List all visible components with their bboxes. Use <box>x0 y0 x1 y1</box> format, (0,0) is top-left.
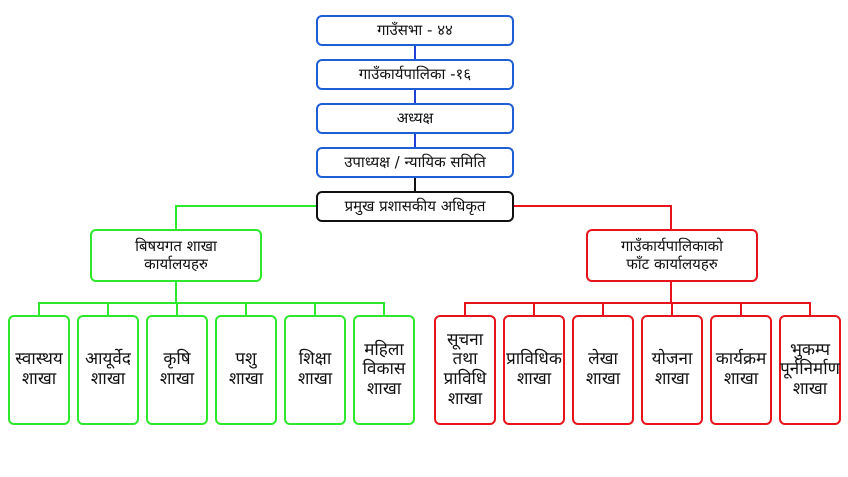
village-executive-box: गाउँकार्यपालिका -१६ <box>316 59 514 90</box>
section-label: शाखा <box>90 369 126 389</box>
executive-section-box: योजनाशाखा <box>641 315 703 425</box>
section-label: योजना <box>651 349 693 370</box>
section-label: शाखा <box>297 369 333 389</box>
box-label: बिषयगत शाखा <box>135 237 217 256</box>
connector-left <box>175 205 177 229</box>
connector <box>414 134 416 147</box>
section-label: भुकम्प <box>789 339 831 360</box>
connector-drop <box>533 302 535 315</box>
box-label: अध्यक्ष <box>396 108 434 127</box>
connector-drop <box>176 302 178 315</box>
box-label: प्रमुख प्रशासकीय अधिकृत <box>344 196 486 215</box>
connector-left <box>176 205 316 207</box>
connector-right <box>670 205 672 229</box>
executive-offices-box: गाउँकार्यपालिकाको फाँट कार्यालयहरु <box>586 229 758 282</box>
connector-left <box>38 302 385 304</box>
connector <box>414 178 416 191</box>
section-label: शाखा <box>585 369 621 389</box>
box-label: उपाध्यक्ष / न्यायिक समिति <box>344 152 486 171</box>
connector-drop <box>602 302 604 315</box>
section-label: स्वास्थय <box>15 349 63 370</box>
connector <box>414 46 416 59</box>
section-label: पशु <box>235 349 257 370</box>
connector-drop <box>464 302 466 315</box>
connector-left <box>175 282 177 303</box>
connector-drop <box>314 302 316 315</box>
connector-drop <box>383 302 385 315</box>
section-label: शाखा <box>723 369 759 389</box>
connector-right <box>465 302 811 304</box>
section-label: शाखा <box>366 378 402 399</box>
section-label: तथा <box>452 349 478 370</box>
section-label: शाखा <box>447 388 483 409</box>
section-label: लेखा <box>588 349 618 370</box>
section-label: कार्यक्रम <box>715 349 767 370</box>
section-label: प्राविधि <box>443 369 487 389</box>
section-label: शाखा <box>228 369 264 389</box>
box-label: गाउँकार्यपालिका -१६ <box>358 64 472 83</box>
thematic-section-box: पशुशाखा <box>215 315 277 425</box>
connector-right <box>514 205 672 207</box>
section-label: शाखा <box>516 369 552 389</box>
box-label: गाउँकार्यपालिकाको <box>621 237 723 256</box>
thematic-section-box: कृषिशाखा <box>146 315 208 425</box>
section-label: शाखा <box>21 369 57 389</box>
connector-drop <box>38 302 40 315</box>
vice-chair-judicial-box: उपाध्यक्ष / न्यायिक समिति <box>316 147 514 178</box>
thematic-section-box: शिक्षाशाखा <box>284 315 346 425</box>
executive-section-box: सूचनातथाप्राविधिशाखा <box>434 315 496 425</box>
section-label: प्राविधिक <box>506 349 562 370</box>
connector-right <box>670 282 672 303</box>
section-label: सूचना <box>446 329 484 350</box>
box-label: कार्यालयहरु <box>144 254 208 273</box>
section-label: शाखा <box>159 369 195 389</box>
executive-section-box: लेखाशाखा <box>572 315 634 425</box>
section-label: शाखा <box>792 378 828 399</box>
section-label: शाखा <box>654 369 690 389</box>
chairperson-box: अध्यक्ष <box>316 103 514 134</box>
connector-drop <box>740 302 742 315</box>
section-label: आयूर्वेद <box>85 349 131 370</box>
thematic-offices-box: बिषयगत शाखा कार्यालयहरु <box>90 229 262 282</box>
connector-drop <box>245 302 247 315</box>
section-label: महिला <box>364 339 404 360</box>
box-label: गाउँसभा - ४४ <box>377 20 453 39</box>
section-label: शिक्षा <box>298 349 332 370</box>
connector-drop <box>107 302 109 315</box>
section-label: विकास <box>362 359 406 380</box>
box-label: फाँट कार्यालयहरु <box>626 254 718 273</box>
chief-administrative-officer-box: प्रमुख प्रशासकीय अधिकृत <box>316 191 514 222</box>
connector <box>414 90 416 103</box>
connector-drop <box>671 302 673 315</box>
village-assembly-box: गाउँसभा - ४४ <box>316 15 514 46</box>
section-label: पूर्ननिर्माण <box>780 359 840 380</box>
section-label: कृषि <box>163 349 191 370</box>
connector-drop <box>809 302 811 315</box>
